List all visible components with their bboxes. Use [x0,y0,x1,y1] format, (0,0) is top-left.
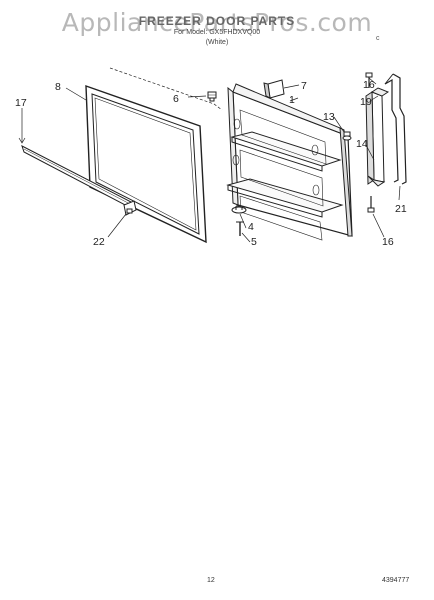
document-id: 4394777 [382,577,410,584]
watermark-text: AppliancePartsPros.com [61,8,373,37]
callout-5: 5 [251,236,257,248]
color-note: (White) [205,39,229,46]
callout-19: 19 [360,96,372,108]
handle-screw-top [365,72,373,88]
callout-1: 1 [289,94,295,106]
callout-16-top: 16 [363,79,375,91]
handle-bracket [365,87,390,187]
bushing-part [342,131,352,141]
leader-lines [18,77,401,243]
door-gasket [85,84,207,244]
callout-4: 4 [248,221,254,233]
callout-7: 7 [301,80,307,92]
plug-part [207,91,217,102]
bottom-hinge-bracket [231,205,247,214]
callout-14: 14 [356,138,368,150]
clip-part [123,200,137,216]
door-liner [226,83,353,241]
page-number: 12 [207,577,215,584]
callout-17: 17 [15,97,27,109]
diagram-title: FREEZER DOOR PARTS [138,14,296,28]
callout-13: 13 [323,111,335,123]
callout-6: 6 [173,93,179,105]
door-handle [384,73,407,185]
hinge-screw [236,221,244,236]
corner-mark: c [376,35,380,42]
model-number: For Model: GX5FHDXVQ00 [173,29,261,36]
callout-21: 21 [395,203,407,215]
handle-screw-bottom [367,196,375,213]
alignment-line [109,67,223,111]
top-hinge-part [263,79,285,99]
callout-8: 8 [55,81,61,93]
callout-16-bottom: 16 [382,236,394,248]
callout-22: 22 [93,236,105,248]
